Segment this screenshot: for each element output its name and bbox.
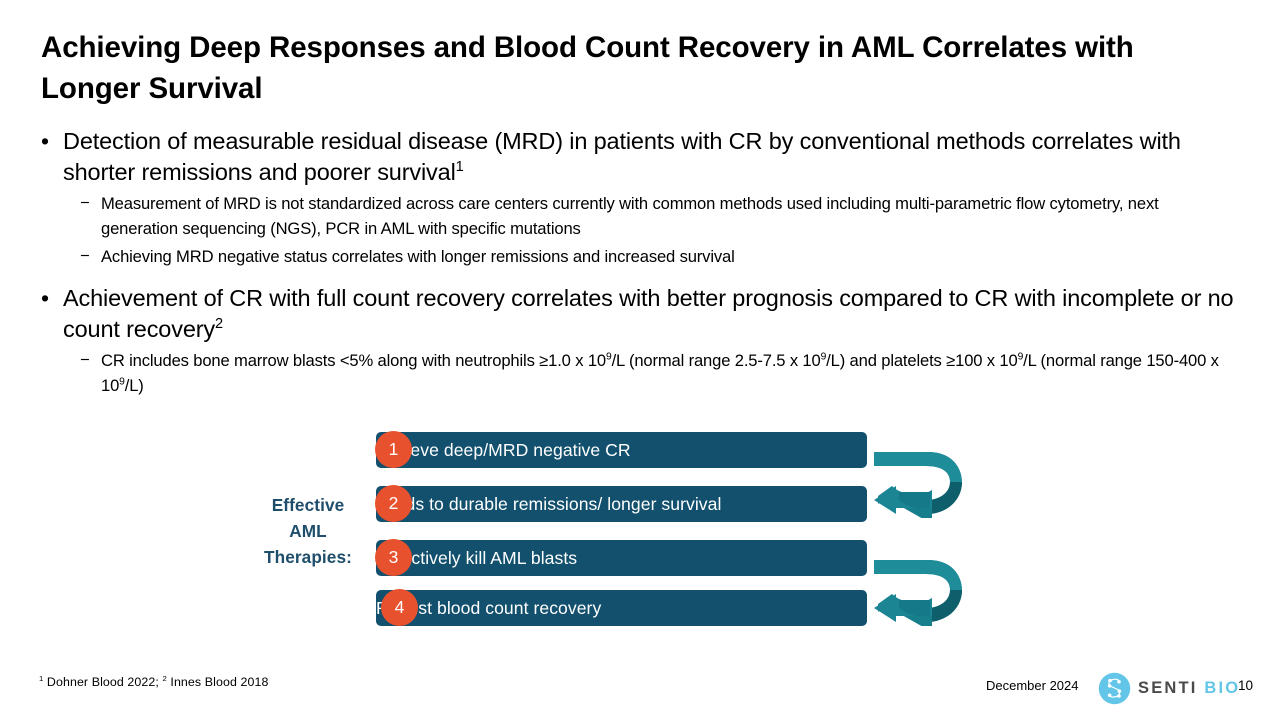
diagram-step-number-3: 3 (375, 539, 412, 576)
bullet-marker-dot: • (41, 285, 50, 311)
diagram-step-label: Achieve deep/MRD negative CR (376, 439, 631, 460)
bullet-marker-dot: • (41, 128, 50, 154)
logo-text-bio: BIO (1204, 679, 1241, 698)
diagram-side-label: Effective AML Therapies: (238, 492, 378, 570)
bullet-level2-cr-definition: − CR includes bone marrow blasts <5% alo… (80, 348, 1236, 398)
diagram-step-bar-3[interactable]: Selectively kill AML blasts (376, 540, 867, 576)
footnote-marker-1: 1 (39, 673, 44, 683)
footnote-marker-2: 2 (162, 673, 167, 683)
diagram-step-number-4: 4 (381, 589, 418, 626)
bullet-marker-dash: − (80, 351, 90, 369)
side-label-line-2: AML (289, 521, 327, 541)
bullet-marker-dash: − (80, 247, 90, 265)
circular-arrow-icon (874, 560, 962, 626)
diagram-step-label: Leads to durable remissions/ longer surv… (376, 493, 722, 514)
spacer (41, 269, 1236, 283)
bullet-text-main: Achievement of CR with full count recove… (63, 285, 1234, 342)
bullet-marker-dash: − (80, 194, 90, 212)
bullet-text: Measurement of MRD is not standardized a… (101, 194, 1159, 238)
footnote-references: 1 Dohner Blood 2022; 2 Innes Blood 2018 (39, 675, 268, 689)
bullet-level2: − Achieving MRD negative status correlat… (80, 244, 1236, 269)
circular-arrow-icon (874, 452, 962, 518)
bullet-text: Detection of measurable residual disease… (63, 126, 1236, 188)
diagram-step-bar-4[interactable]: Robust blood count recovery (376, 590, 867, 626)
footnote-citation-2: Innes Blood 2018 (166, 675, 269, 689)
process-diagram: Achieve deep/MRD negative CR 1 Leads to … (0, 418, 1280, 644)
exponent-9: 9 (119, 376, 125, 388)
footnote-citation-1: Dohner Blood 2022; (43, 675, 163, 689)
exponent-9: 9 (820, 351, 827, 363)
bullet-level1: • Detection of measurable residual disea… (41, 126, 1236, 188)
senti-logo-icon (1098, 672, 1131, 705)
diagram-step-bar-2[interactable]: Leads to durable remissions/ longer surv… (376, 486, 867, 522)
bullet-text: Achievement of CR with full count recove… (63, 283, 1236, 345)
cr-part-1: CR includes bone marrow blasts <5% along… (101, 351, 606, 370)
footnote-ref-2: 2 (215, 316, 223, 333)
logo-wordmark: SENTI BIO (1138, 680, 1240, 697)
page-title: Achieving Deep Responses and Blood Count… (41, 31, 1134, 105)
cr-part-2: /L (normal range 2.5-7.5 x 10 (611, 351, 821, 370)
diagram-step-number-1: 1 (375, 431, 412, 468)
exponent-9: 9 (605, 351, 612, 363)
diagram-step-number-2: 2 (375, 485, 412, 522)
bullet-text: Achieving MRD negative status correlates… (101, 247, 735, 266)
diagram-step-label: Robust blood count recovery (376, 597, 602, 618)
cr-part-3: /L) and platelets ≥100 x 10 (826, 351, 1018, 370)
footnote-ref-1: 1 (455, 159, 464, 176)
cr-part-5: /L) (124, 376, 144, 395)
logo-text-senti: SENTI (1138, 679, 1198, 698)
senti-bio-logo: SENTI BIO (1098, 672, 1240, 705)
bullet-level2: − Measurement of MRD is not standardized… (80, 191, 1236, 241)
bullet-level1: • Achievement of CR with full count reco… (41, 283, 1236, 345)
slide-body: • Detection of measurable residual disea… (41, 126, 1236, 398)
page-number: 10 (1238, 678, 1254, 693)
footer-date: December 2024 (986, 678, 1079, 693)
cr-definition-text: CR includes bone marrow blasts <5% along… (101, 348, 1236, 398)
bullet-text-main: Detection of measurable residual disease… (63, 128, 1181, 185)
side-label-line-1: Effective (271, 495, 345, 515)
side-label-line-3: Therapies: (264, 547, 352, 567)
diagram-step-bar-1[interactable]: Achieve deep/MRD negative CR (376, 432, 867, 468)
cr-part-4: /L (normal range 150-400 x 10 (101, 351, 1219, 395)
diagram-step-label: Selectively kill AML blasts (376, 547, 578, 568)
exponent-9: 9 (1017, 351, 1024, 363)
